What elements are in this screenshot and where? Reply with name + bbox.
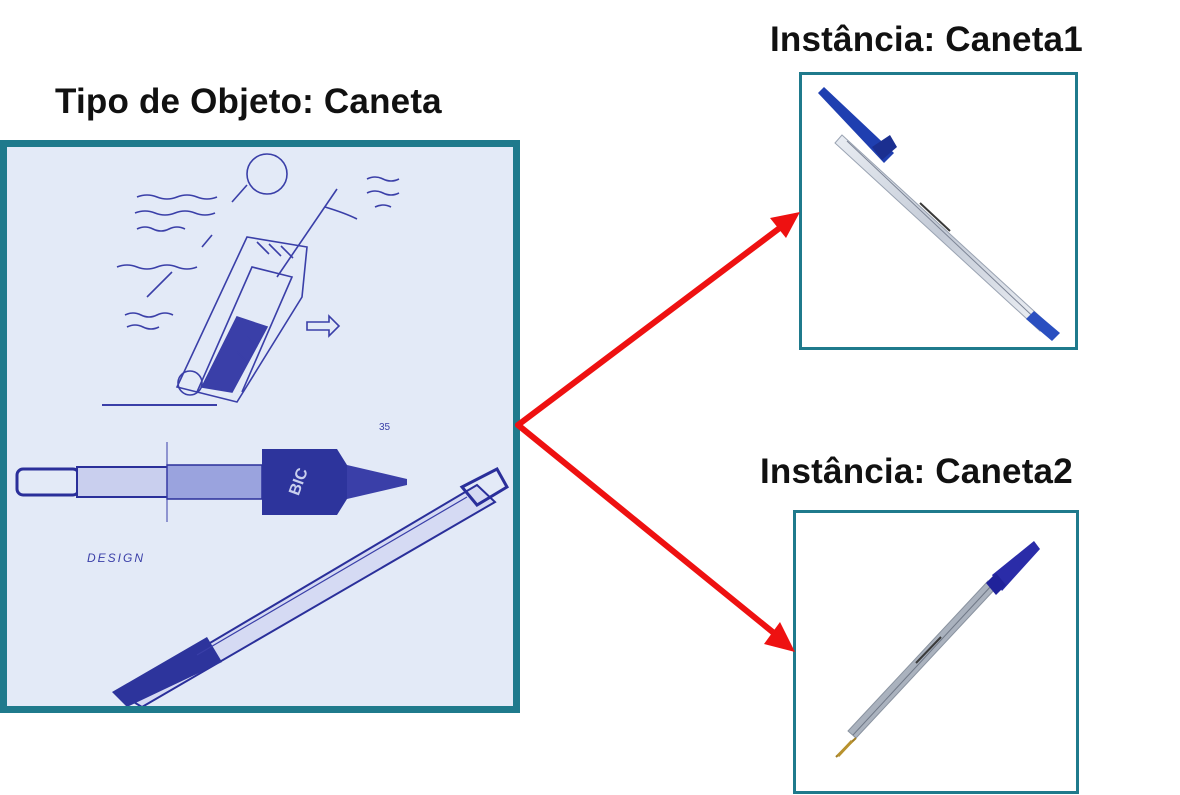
sketch-horizontal-pen: BIC <box>15 442 407 522</box>
sketch-circle <box>246 153 288 195</box>
pen-design-sketch-panel: 35 BIC DESIGN <box>0 140 520 713</box>
sketch-diagonal-pen <box>112 467 510 706</box>
pen-design-sketch: 35 BIC DESIGN <box>15 153 510 706</box>
type-object-title: Tipo de Objeto: Caneta <box>55 82 442 121</box>
sketch-page-number: 35 <box>379 422 391 433</box>
arrow-to-instance2 <box>515 422 783 641</box>
pen-photo-1 <box>818 87 1060 341</box>
pen-photo-2 <box>835 541 1040 758</box>
arrow-to-instance1 <box>515 221 788 428</box>
arrowhead-instance2 <box>764 622 795 652</box>
instance1-title: Instância: Caneta1 <box>770 20 1083 59</box>
instance1-panel <box>799 72 1078 350</box>
instance2-title: Instância: Caneta2 <box>760 452 1073 491</box>
arrowhead-instance1 <box>770 212 800 238</box>
sketch-design-label: DESIGN <box>87 551 145 565</box>
instance2-panel <box>793 510 1079 794</box>
